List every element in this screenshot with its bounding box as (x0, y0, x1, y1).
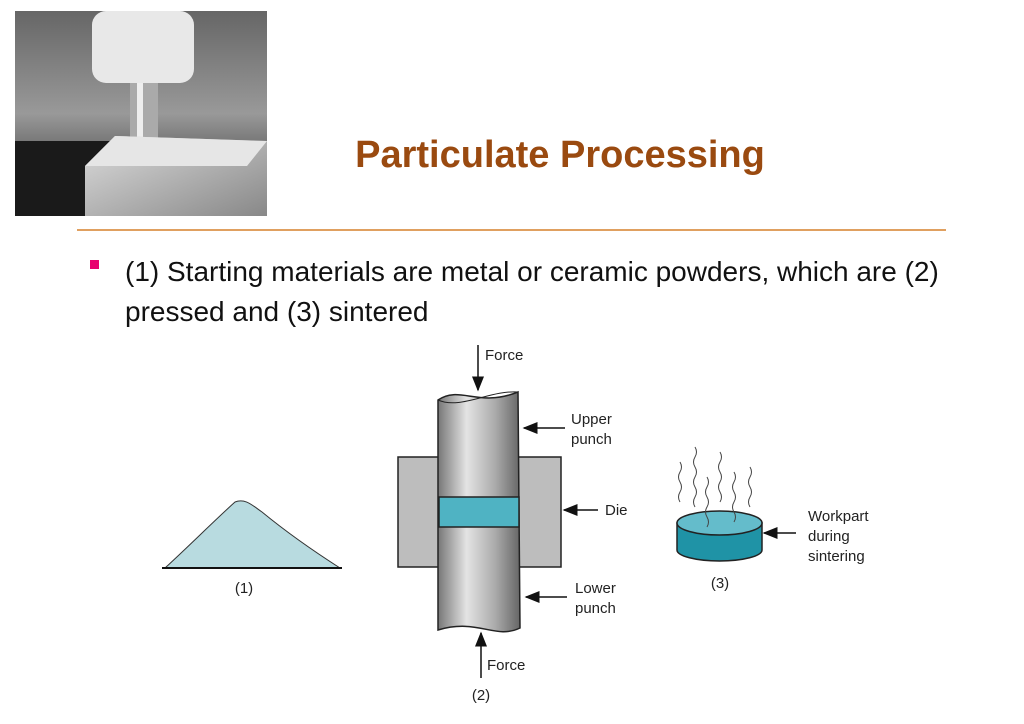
svg-text:sintering: sintering (808, 548, 865, 565)
upper-punch-label: Upper (571, 411, 612, 428)
powder-compact (438, 496, 520, 528)
milling-machine-photo (15, 11, 267, 216)
step3-label: (3) (711, 575, 729, 592)
press-assembly: Force Upper punch Die Lower punch Force … (397, 345, 628, 704)
title-divider (77, 229, 946, 231)
force-top-label: Force (485, 347, 523, 364)
force-bottom-label: Force (487, 657, 525, 674)
workpart-label: Workpart (808, 508, 869, 525)
svg-text:punch: punch (571, 431, 612, 448)
svg-text:punch: punch (575, 600, 616, 617)
powder-pile: (1) (162, 500, 342, 597)
slide-title: Particulate Processing (355, 134, 765, 176)
bullet-text: (1) Starting materials are metal or cera… (125, 256, 939, 327)
lower-punch-label: Lower (575, 580, 616, 597)
step1-label: (1) (235, 580, 253, 597)
bullet-marker-icon (90, 260, 99, 269)
die-label: Die (605, 502, 628, 519)
svg-text:during: during (808, 528, 850, 545)
step2-label: (2) (472, 687, 490, 704)
sintered-workpart: Workpart during sintering (3) (676, 446, 869, 592)
heat-waves (678, 446, 752, 528)
